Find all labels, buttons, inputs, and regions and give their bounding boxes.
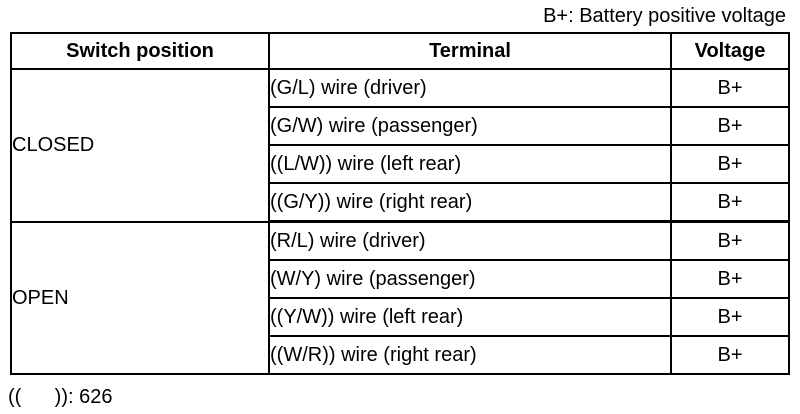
- terminal-cell: (G/W) wire (passenger): [268, 106, 672, 146]
- terminal-cell: (G/L) wire (driver): [268, 68, 672, 108]
- voltage-cell: B+: [670, 182, 790, 223]
- terminal-cell: (R/L) wire (driver): [268, 220, 672, 261]
- table-row: CLOSED (G/L) wire (driver) B+: [10, 68, 790, 223]
- voltage-cell: B+: [670, 297, 790, 337]
- voltage-cell: B+: [670, 220, 790, 261]
- terminal-cell: ((L/W)) wire (left rear): [268, 144, 672, 184]
- voltage-cell: B+: [670, 144, 790, 184]
- header-voltage: Voltage: [670, 32, 790, 70]
- header-switch-position: Switch position: [10, 32, 270, 70]
- table-row: ((W/R)) wire (right rear) B+: [11, 335, 790, 375]
- header-terminal: Terminal: [268, 32, 672, 70]
- switch-position-closed: CLOSED: [10, 68, 270, 223]
- voltage-legend-note: B+: Battery positive voltage: [543, 5, 786, 27]
- table-row: (W/Y) wire (passenger) B+: [11, 259, 790, 299]
- voltage-cell: B+: [670, 335, 790, 375]
- table-row: ((G/Y)) wire (right rear) B+: [11, 182, 790, 223]
- voltage-cell: B+: [670, 106, 790, 146]
- switch-voltage-table: Switch position Terminal Voltage CLOSED …: [10, 32, 790, 375]
- table-row: OPEN (R/L) wire (driver) B+: [10, 220, 790, 375]
- table-row: ((Y/W)) wire (left rear) B+: [11, 297, 790, 337]
- voltage-cell: B+: [670, 259, 790, 299]
- voltage-cell: B+: [670, 68, 790, 108]
- model-footnote: (( )): 626: [8, 386, 113, 408]
- table-row: ((L/W)) wire (left rear) B+: [11, 144, 790, 184]
- terminal-cell: ((W/R)) wire (right rear): [268, 335, 672, 375]
- terminal-cell: ((G/Y)) wire (right rear): [268, 182, 672, 223]
- table-row: (G/W) wire (passenger) B+: [11, 106, 790, 146]
- switch-position-open: OPEN: [10, 220, 270, 375]
- terminal-cell: ((Y/W)) wire (left rear): [268, 297, 672, 337]
- terminal-cell: (W/Y) wire (passenger): [268, 259, 672, 299]
- table-header-row: Switch position Terminal Voltage: [10, 32, 790, 70]
